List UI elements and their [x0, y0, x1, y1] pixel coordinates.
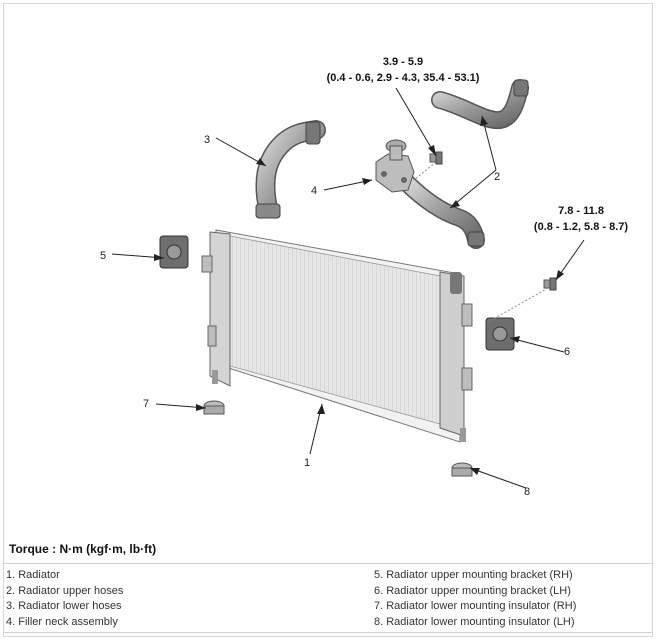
callout-5: 5: [100, 250, 106, 262]
dashed-bolt-paths: [413, 161, 549, 323]
torque-spec-right-value: 7.8 - 11.8: [558, 205, 604, 217]
callout-4: 4: [311, 185, 317, 197]
upper-mounting-bracket-lh: [485, 317, 515, 351]
legend-item-2: 2. Radiator upper hoses: [6, 584, 124, 597]
legend-item-5: 5. Radiator upper mounting bracket (RH): [374, 569, 573, 581]
legend-item-7: 7. Radiator lower mounting insulator (RH…: [374, 600, 577, 612]
legend-bottom-divider: [4, 632, 652, 633]
torque-units-label: Torque : N·m (kgf·m, lb·ft): [9, 542, 157, 556]
legend-item-6: 6. Radiator upper mounting bracket (LH): [374, 584, 571, 597]
legend-item-4: 4. Filler neck assembly: [6, 615, 118, 628]
legend-item-3: 3. Radiator lower hoses: [6, 600, 122, 612]
lower-mounting-insulator-rh: [203, 400, 225, 415]
legend-item-8: 8. Radiator lower mounting insulator (LH…: [374, 615, 575, 628]
bolt-right: [543, 277, 557, 291]
callout-2: 2: [494, 171, 500, 183]
leader-arrowheads: [154, 116, 564, 475]
radiator-upper-hoses: [397, 79, 529, 249]
callout-6: 6: [564, 346, 570, 358]
radiator-exploded-diagram: 1 2 3 4 5 6 7 8 3.9 - 5.9 (0.4 - 0.6, 2.…: [100, 56, 628, 498]
torque-spec-upper-value: 3.9 - 5.9: [383, 56, 423, 68]
filler-neck-assembly: [375, 139, 415, 193]
bolt-upper: [429, 151, 443, 165]
radiator-lower-hose: [255, 120, 326, 219]
lower-mounting-insulator-lh: [451, 462, 473, 477]
upper-mounting-bracket-rh: [159, 235, 189, 269]
callout-8: 8: [524, 486, 530, 498]
callout-1: 1: [304, 457, 310, 469]
radiator: [201, 229, 473, 443]
legend-left: 1. Radiator 2. Radiator upper hoses 3. R…: [6, 568, 123, 630]
torque-spec-upper-detail: (0.4 - 0.6, 2.9 - 4.3, 35.4 - 53.1): [327, 72, 480, 84]
callout-7: 7: [143, 398, 149, 410]
figure-frame: [3, 3, 653, 637]
legend-item-1: 1. Radiator: [6, 569, 60, 581]
callout-3: 3: [204, 134, 210, 146]
legend-divider: [4, 563, 652, 564]
legend-right: 5. Radiator upper mounting bracket (RH) …: [374, 568, 576, 630]
torque-spec-right-detail: (0.8 - 1.2, 5.8 - 8.7): [534, 221, 628, 233]
